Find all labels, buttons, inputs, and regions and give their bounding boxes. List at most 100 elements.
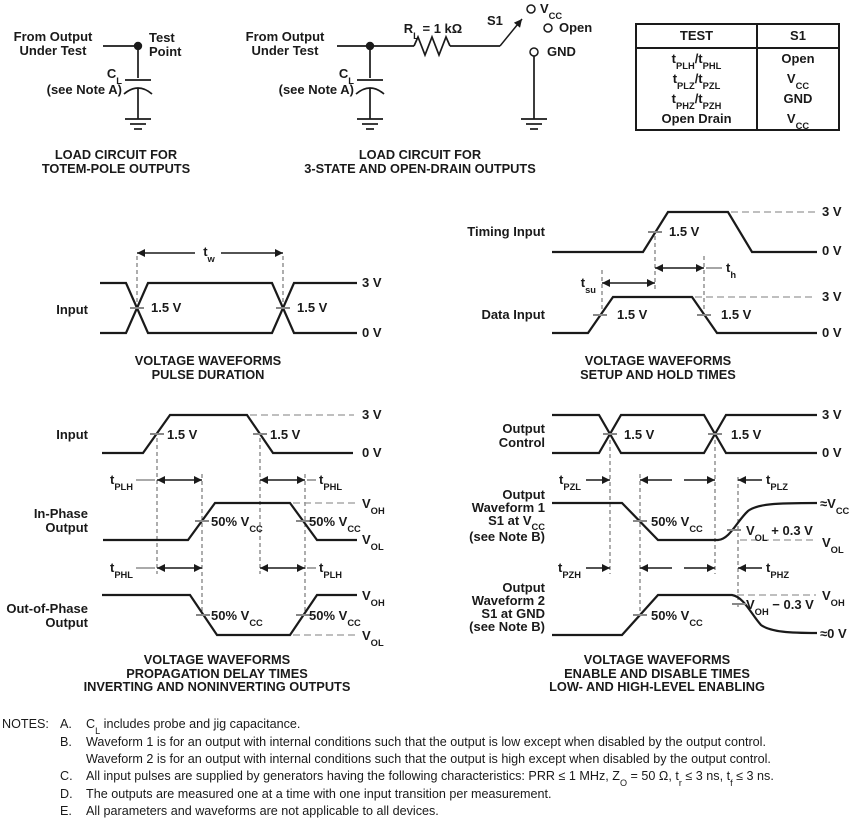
out-of-phase-output-waveform <box>102 593 357 637</box>
ground-icon <box>521 118 547 130</box>
open-terminal-label: Open <box>559 20 593 35</box>
tplh-label: tPLH <box>319 560 343 580</box>
table-row: tPLZ/tPZL VCC <box>637 69 838 90</box>
v15-label: 1.5 V <box>721 307 752 322</box>
table-row: Open Drain VCC <box>637 109 838 131</box>
voh-level-label: VOH <box>362 496 385 516</box>
notes-section: NOTES: A. CL includes probe and jig capa… <box>2 716 855 819</box>
tsu-label: tsu <box>580 275 596 295</box>
voh-level-label: VOH <box>362 588 385 608</box>
note-a: A. CL includes probe and jig capacitance… <box>60 717 301 736</box>
input-waveform <box>100 281 357 335</box>
cl-label: CL <box>338 66 354 86</box>
data-input-waveform <box>552 295 817 335</box>
propagation-delay-art <box>102 413 357 637</box>
table-header-test: TEST <box>637 25 758 47</box>
notes-heading: NOTES: <box>2 717 49 731</box>
table-cell-s1: GND <box>783 91 813 106</box>
in-phase-output-waveform <box>103 501 357 542</box>
rl-value-label: RL = 1 kΩ <box>403 21 463 41</box>
vol-level-label: VOL <box>362 628 384 648</box>
vol-level-label: VOL <box>362 532 384 552</box>
pct50-vcc-label: 50% VCC <box>211 514 263 534</box>
tw-label: tw <box>203 244 215 264</box>
output-control-waveform <box>552 413 817 455</box>
vol-level-label: VOL <box>822 535 844 555</box>
resistor-icon <box>413 34 451 58</box>
pulse-duration-art <box>100 249 357 335</box>
v0-level-label: 0 V <box>822 445 842 460</box>
v3-level-label: 3 V <box>822 289 842 304</box>
note-d: D. The outputs are measured one at a tim… <box>60 786 552 801</box>
table-cell-s1: VCC <box>786 111 810 131</box>
v15-label: 1.5 V <box>624 427 655 442</box>
v15-label: 1.5 V <box>731 427 762 442</box>
v3-level-label: 3 V <box>362 275 382 290</box>
tphl-label: tPHL <box>109 560 133 580</box>
v15-label: 1.5 V <box>151 300 182 315</box>
v3-level-label: 3 V <box>822 407 842 422</box>
v0-level-label: 0 V <box>822 325 842 340</box>
v15-label: 1.5 V <box>167 427 198 442</box>
gnd-terminal <box>529 47 539 57</box>
table-cell-test: Open Drain <box>637 109 758 129</box>
input-waveform <box>102 413 353 455</box>
s1-switch-label: S1 <box>487 13 503 28</box>
table-header-s1: S1 <box>790 28 806 43</box>
v3-level-label: 3 V <box>362 407 382 422</box>
input-waveform <box>100 281 357 335</box>
table-cell-test: tPLZ/tPZL <box>637 69 758 90</box>
approx-0v-level-label: ≈0 V <box>820 626 847 641</box>
vol-plus-03-label: VOL + 0.3 V <box>746 523 813 543</box>
see-note-a-label: (see Note A) <box>278 82 354 97</box>
tphl-label: tPHL <box>319 472 343 492</box>
tpzl-label: tPZL <box>559 472 581 492</box>
switch-arm <box>499 18 523 47</box>
v3-level-label: 3 V <box>822 204 842 219</box>
tplh-label: tPLH <box>109 472 133 492</box>
tphz-label: tPHZ <box>766 560 790 580</box>
note-b: B. Waveform 1 is for an output with inte… <box>60 734 771 766</box>
enable-disable-art <box>552 413 818 637</box>
open-terminal <box>543 23 553 33</box>
tplz-label: tPLZ <box>766 472 788 492</box>
pct50-vcc-label: 50% VCC <box>651 608 703 628</box>
note-e: E. All parameters and waveforms are not … <box>60 804 439 819</box>
output-waveform-1 <box>552 501 818 542</box>
table-cell-s1: Open <box>781 51 815 66</box>
see-note-a-label: (see Note A) <box>46 82 122 97</box>
table-header-row: TEST S1 <box>637 25 838 49</box>
v0-level-label: 0 V <box>362 445 382 460</box>
note-c: C. All input pulses are supplied by gene… <box>60 769 774 788</box>
pct50-vcc-label: 50% VCC <box>309 608 361 628</box>
pct50-vcc-label: 50% VCC <box>211 608 263 628</box>
cl-label: CL <box>106 66 122 86</box>
th-label: th <box>726 260 737 280</box>
v15-label: 1.5 V <box>270 427 301 442</box>
approx-vcc-level-label: ≈VCC <box>820 496 850 516</box>
vcc-terminal-label: VCC <box>540 1 563 21</box>
input-label: Input <box>56 302 88 317</box>
input-label: Input <box>56 427 88 442</box>
table-cell-test: tPHZ/tPZH <box>637 89 758 110</box>
setup-hold-art <box>552 210 817 335</box>
three-state-circuit-art <box>337 4 553 130</box>
ground-icon <box>125 118 151 130</box>
voh-minus-03-label: VOH − 0.3 V <box>746 597 814 617</box>
timing-input-label: Timing Input <box>467 224 545 239</box>
table-row: tPLH/tPHL Open <box>637 49 838 70</box>
v0-level-label: 0 V <box>822 243 842 258</box>
